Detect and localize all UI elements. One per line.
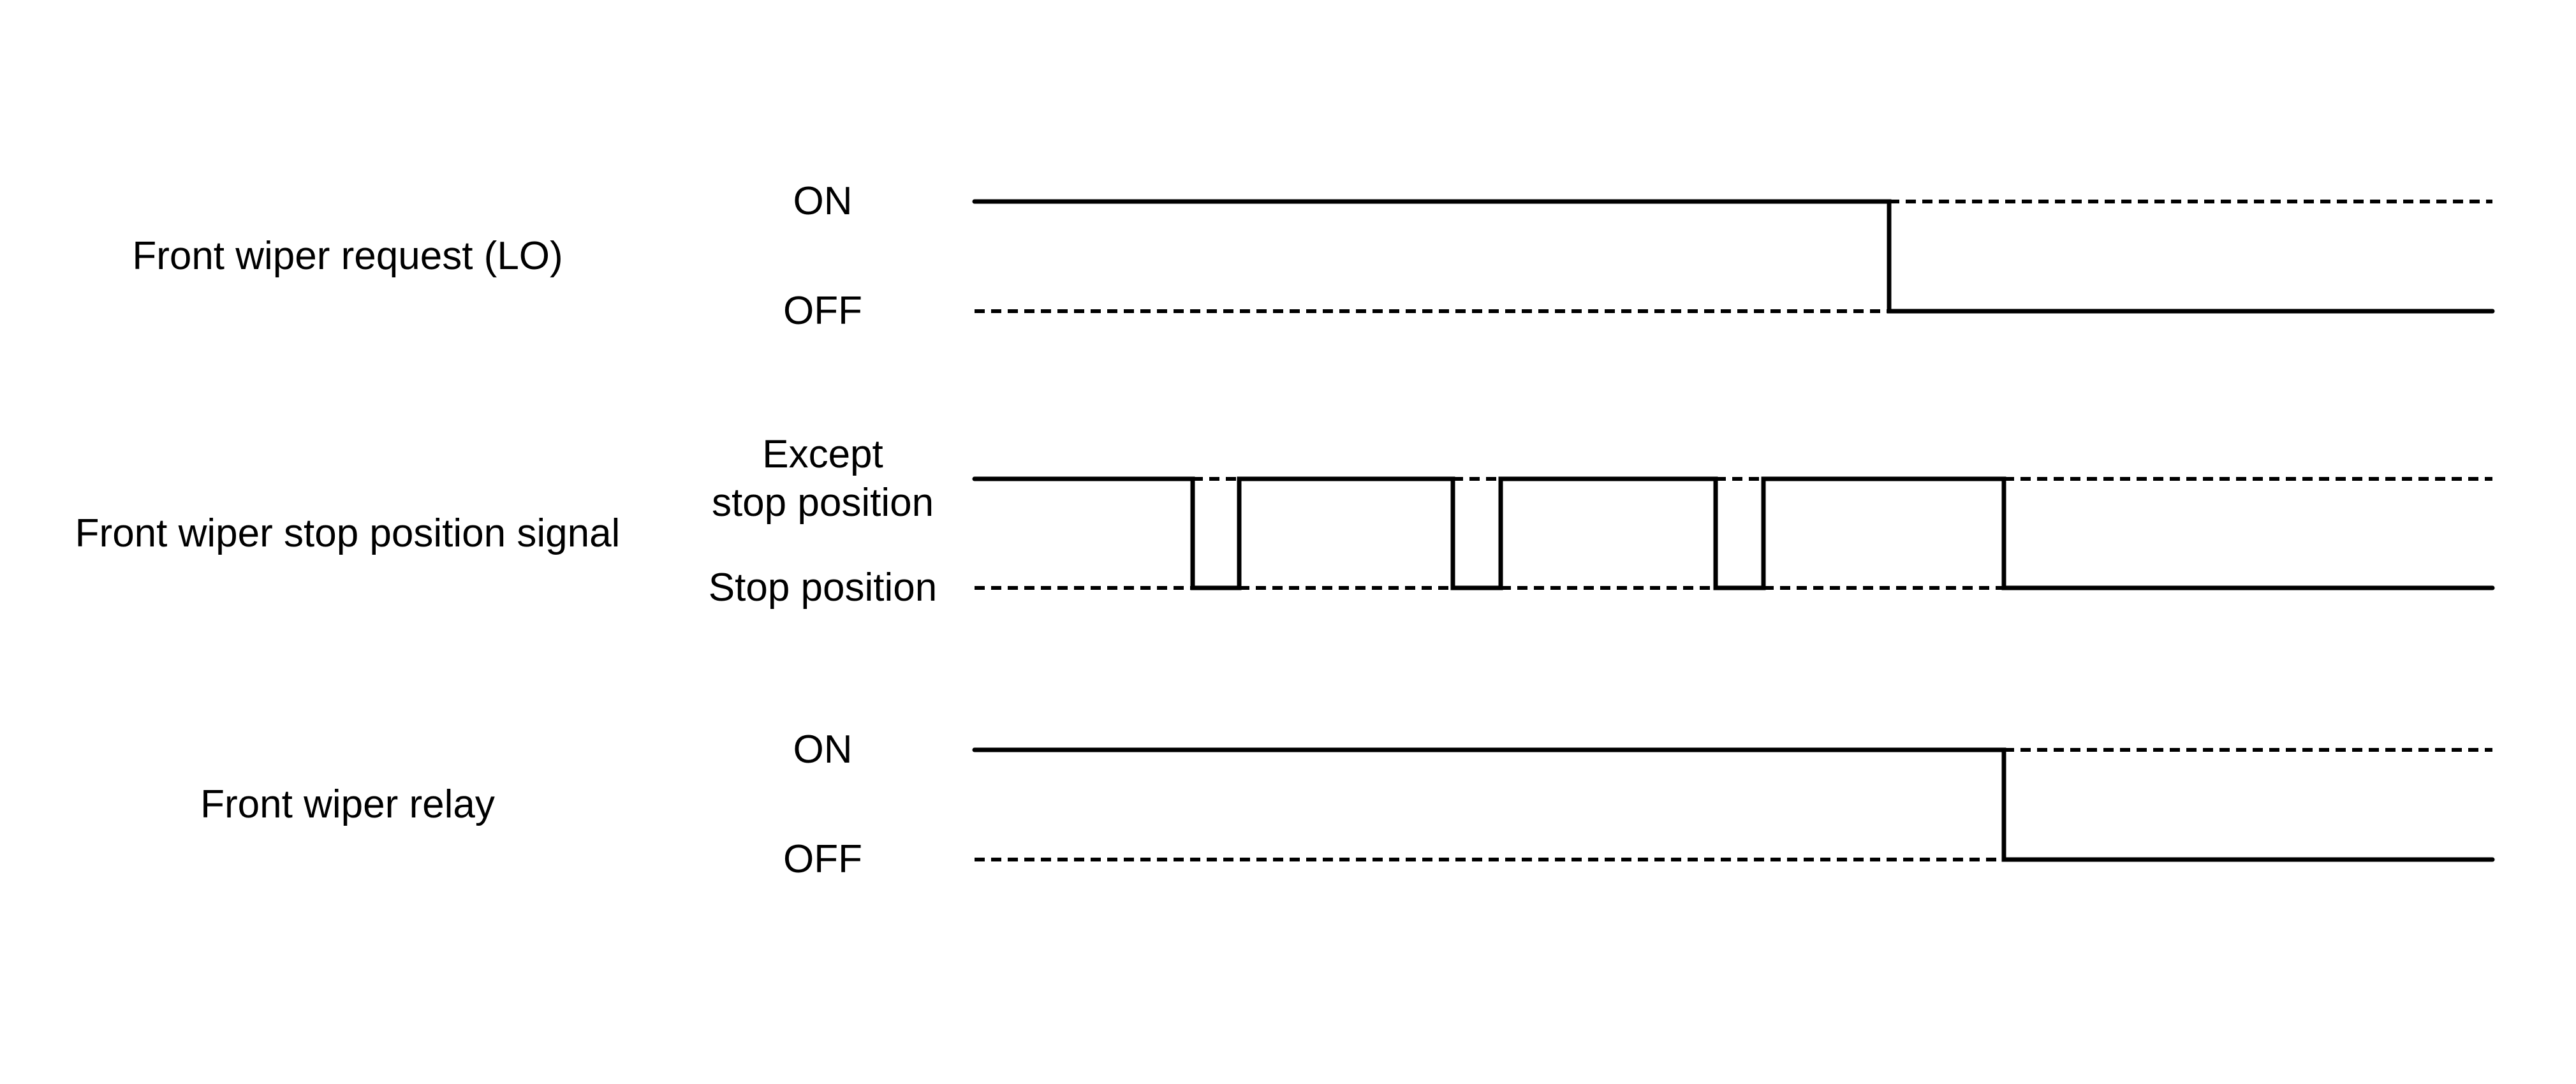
- signal-1-high-level-text-line2: stop position: [711, 481, 934, 525]
- signal-2-trace: [972, 747, 2495, 862]
- signal-2-low-level-text: OFF: [783, 837, 862, 881]
- signal-0-reference-dashed: [975, 200, 2492, 313]
- signal-1-high-level-text-line1: Except: [762, 432, 883, 476]
- signal-1-high-level-label: Except stop position: [663, 430, 982, 527]
- signal-2-high-level-text: ON: [793, 728, 853, 772]
- signal-2-low-level-label: OFF: [663, 835, 982, 884]
- signal-1-reference-dashed: [975, 477, 2492, 590]
- signal-1-trace: [972, 476, 2495, 590]
- signal-0-low-level-text: OFF: [783, 289, 862, 333]
- signal-label-2: Front wiper relay: [200, 782, 495, 826]
- signal-2-high-level-label: ON: [663, 726, 982, 774]
- signal-0-low-level-label: OFF: [663, 287, 982, 335]
- signal-1-low-level-text: Stop position: [708, 566, 938, 610]
- signal-0-trace: [972, 199, 2495, 314]
- signal-1-low-level-label: Stop position: [663, 564, 982, 612]
- signal-label-1: Front wiper stop position signal: [75, 511, 621, 555]
- signal-0-high-level-label: ON: [663, 177, 982, 226]
- signal-label-0: Front wiper request (LO): [132, 234, 563, 278]
- signal-2-reference-dashed: [975, 748, 2492, 861]
- signal-0-high-level-text: ON: [793, 179, 853, 223]
